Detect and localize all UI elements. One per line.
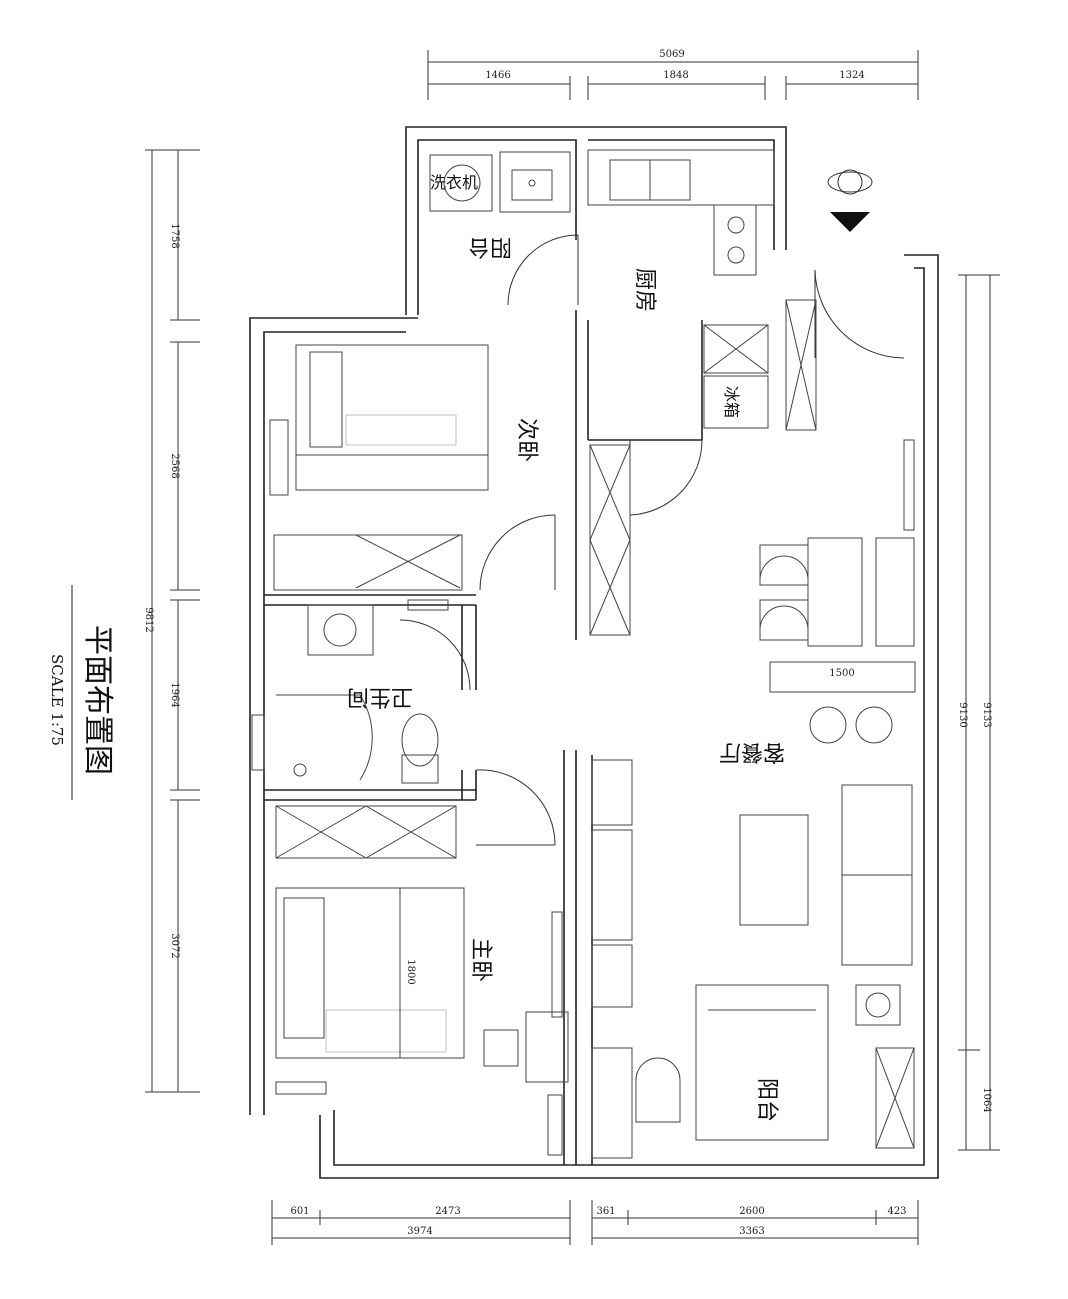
room-master-bedroom: 主卧 xyxy=(468,938,493,982)
dim-top-3: 1324 xyxy=(839,70,864,81)
walls xyxy=(249,126,939,1179)
right-dimensions xyxy=(958,274,1000,1151)
entrance-marker xyxy=(827,169,873,232)
dim-left-4: 3072 xyxy=(169,933,180,958)
plan-scale: SCALE 1:75 xyxy=(48,654,66,746)
top-balcony-fixtures xyxy=(429,151,571,213)
dim-bottom-5: 423 xyxy=(887,1206,906,1217)
dim-left-3: 1964 xyxy=(169,682,180,707)
dim-right-3: 1064 xyxy=(981,1087,992,1112)
dim-bottom-3: 361 xyxy=(596,1206,615,1217)
left-dimensions xyxy=(145,149,200,1093)
title-block: 平面布置图 SCALE 1:75 xyxy=(48,585,115,800)
dim-left-total: 9812 xyxy=(143,607,154,632)
room-kitchen: 厨房 xyxy=(632,268,657,312)
dim-bottom-total-right: 3363 xyxy=(739,1226,764,1237)
living-dining-furniture xyxy=(591,439,916,1026)
dim-bed-width: 1800 xyxy=(405,959,416,984)
kitchen-fixtures xyxy=(587,149,817,431)
plan-title: 平面布置图 xyxy=(80,625,115,775)
dim-bottom-2: 2473 xyxy=(435,1206,460,1217)
doors xyxy=(399,234,905,846)
dim-top-total: 5069 xyxy=(659,49,684,60)
bottom-dimensions xyxy=(271,1200,919,1245)
dim-bottom-total-left: 3974 xyxy=(407,1226,432,1237)
dim-bottom-1: 601 xyxy=(290,1206,309,1217)
room-bathroom: 卫生间 xyxy=(347,684,413,709)
dim-left-1: 1758 xyxy=(169,223,180,248)
room-balcony-top: 阳台 xyxy=(468,234,512,259)
dim-top-2: 1848 xyxy=(663,70,688,81)
bathroom-fixtures xyxy=(251,599,449,784)
bottom-balcony-furniture xyxy=(591,984,915,1159)
dim-bottom-4: 2600 xyxy=(739,1206,764,1217)
fridge-label: 冰箱 xyxy=(722,386,741,418)
dim-right-1: 9130 xyxy=(957,702,968,727)
room-balcony-bottom: 阳台 xyxy=(754,1078,779,1122)
top-dimensions xyxy=(427,50,919,100)
dim-bar-width: 1500 xyxy=(829,668,854,679)
master-bedroom-furniture xyxy=(275,805,569,1156)
room-second-bedroom: 次卧 xyxy=(514,418,539,462)
washer-label: 洗衣机 xyxy=(430,173,478,192)
dim-left-2: 2568 xyxy=(169,453,180,478)
dim-right-2: 9133 xyxy=(981,702,992,727)
second-bedroom-furniture xyxy=(269,344,631,636)
dim-top-1: 1466 xyxy=(485,70,510,81)
room-living-dining: 客餐厅 xyxy=(719,739,785,764)
